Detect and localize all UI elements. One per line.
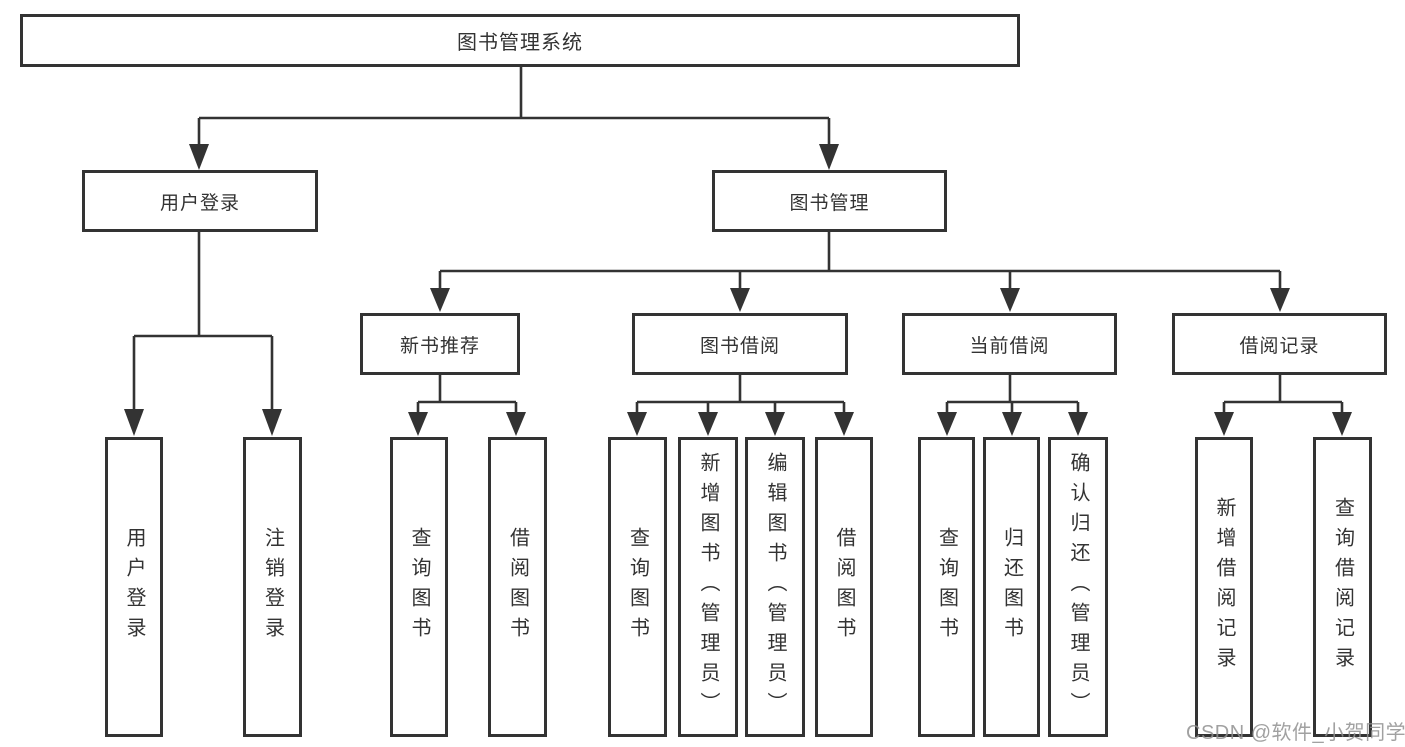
node-borrow-records: 借阅记录	[1172, 313, 1387, 375]
csdn-watermark: CSDN @软件_小贺同学	[1186, 722, 1405, 744]
leaf-borrow-books-recommend: 借阅图书	[488, 437, 547, 737]
leaf-label: 新增图书（管理员）	[697, 452, 719, 722]
leaf-return-books: 归还图书	[983, 437, 1040, 737]
leaf-label: 借阅图书	[506, 527, 529, 647]
leaf-label: 注销登录	[261, 527, 284, 647]
leaf-label: 查询图书	[626, 527, 649, 647]
leaf-add-book-admin: 新增图书（管理员）	[678, 437, 738, 737]
leaf-query-books-current: 查询图书	[918, 437, 975, 737]
leaf-label: 归还图书	[1000, 527, 1023, 647]
leaf-label: 确认归还（管理员）	[1067, 452, 1089, 722]
leaf-label: 查询图书	[408, 527, 430, 647]
leaf-confirm-return-admin: 确认归还（管理员）	[1048, 437, 1108, 737]
leaf-label: 用户登录	[123, 527, 145, 647]
leaf-label: 查询图书	[935, 527, 958, 647]
leaf-label: 编辑图书（管理员）	[764, 452, 786, 722]
leaf-query-books-borrow: 查询图书	[608, 437, 667, 737]
leaf-edit-book-admin: 编辑图书（管理员）	[745, 437, 805, 737]
leaf-label: 借阅图书	[833, 527, 855, 647]
node-user-login: 用户登录	[82, 170, 318, 232]
leaf-add-borrow-record: 新增借阅记录	[1195, 437, 1253, 737]
leaf-query-borrow-record: 查询借阅记录	[1313, 437, 1372, 737]
node-book-management: 图书管理	[712, 170, 947, 232]
leaf-label: 查询借阅记录	[1331, 497, 1354, 677]
node-root-library-system: 图书管理系统	[20, 14, 1020, 67]
leaf-logout: 注销登录	[243, 437, 302, 737]
node-current-borrow: 当前借阅	[902, 313, 1117, 375]
node-book-borrow: 图书借阅	[632, 313, 848, 375]
leaf-borrow-books: 借阅图书	[815, 437, 873, 737]
leaf-query-books-recommend: 查询图书	[390, 437, 448, 737]
leaf-user-login: 用户登录	[105, 437, 163, 737]
leaf-label: 新增借阅记录	[1213, 497, 1235, 677]
node-new-book-recommend: 新书推荐	[360, 313, 520, 375]
